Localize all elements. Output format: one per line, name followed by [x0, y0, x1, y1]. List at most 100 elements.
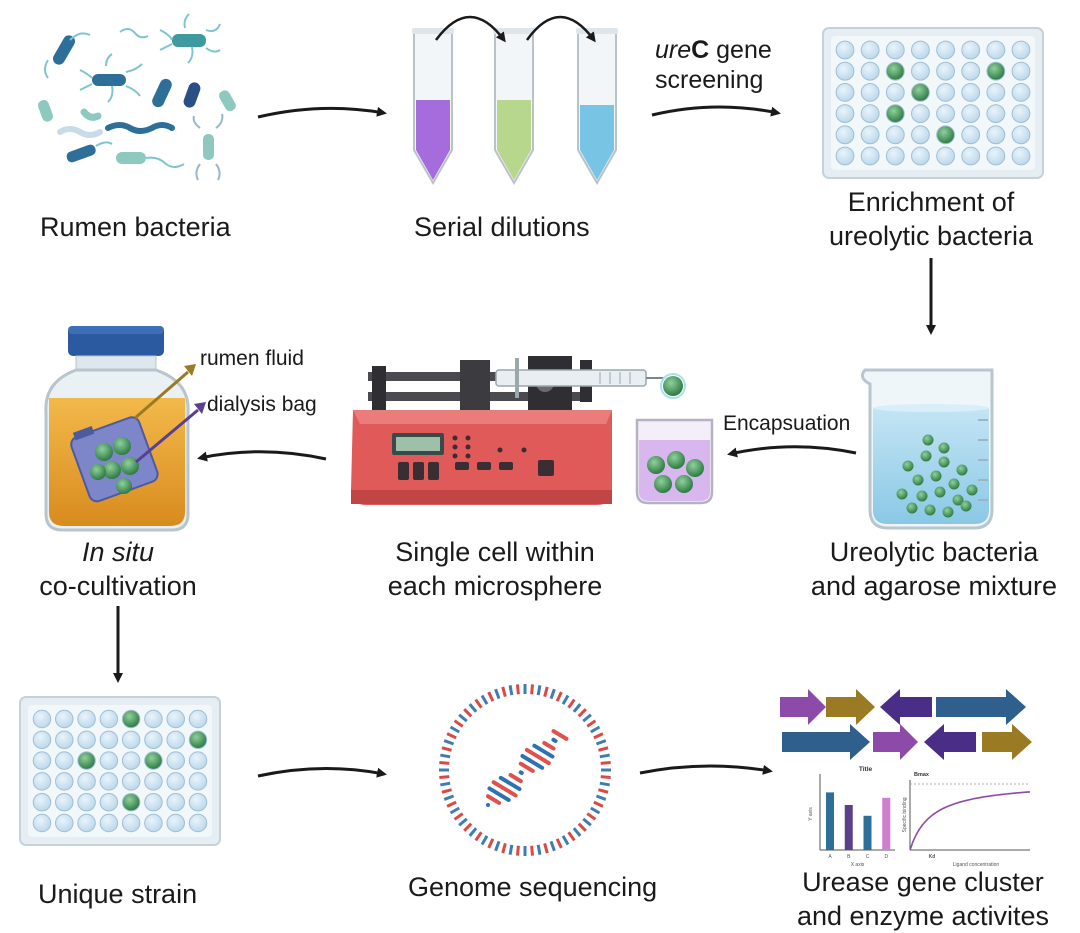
empty-well: [55, 792, 74, 812]
colony-well: [121, 792, 141, 812]
label-dialysis-bag: dialysis bag: [207, 393, 317, 416]
label-single-cell-line1: Single cell within: [395, 537, 595, 567]
empty-well: [32, 813, 52, 833]
empty-well: [32, 792, 52, 812]
beaker-icon: [860, 368, 994, 530]
label-mixture-line2: and agarose mixture: [810, 571, 1058, 601]
microsphere: [924, 504, 936, 516]
empty-well: [32, 709, 52, 729]
empty-well: [77, 813, 96, 833]
microsphere: [896, 488, 908, 500]
empty-well: [188, 751, 208, 770]
microsphere: [912, 474, 924, 486]
empty-well: [99, 709, 119, 729]
microsphere: [952, 494, 964, 506]
empty-well: [860, 125, 880, 145]
empty-well: [961, 40, 981, 60]
microsphere: [956, 464, 968, 476]
empty-well: [166, 772, 185, 791]
empty-well: [99, 813, 119, 833]
empty-well: [860, 61, 880, 81]
arrow-7: [257, 767, 387, 778]
colony-well: [121, 709, 141, 729]
label-mixture: Ureolytic bacteria and agarose mixture: [800, 535, 1068, 603]
empty-well: [144, 709, 163, 729]
empty-well: [166, 813, 185, 833]
microsphere: [960, 500, 972, 512]
empty-well: [99, 792, 119, 812]
mini-bar: [826, 792, 834, 850]
label-enrichment: Enrichment of ureolytic bacteria: [808, 185, 1054, 253]
label-genome-sequencing: Genome sequencing: [408, 872, 658, 902]
empty-well: [55, 813, 74, 833]
empty-well: [77, 792, 96, 812]
microsphere: [966, 484, 978, 496]
colony-well: [188, 730, 208, 750]
empty-well: [99, 730, 119, 750]
label-unique-strain: Unique strain: [38, 879, 198, 909]
empty-well: [55, 709, 74, 729]
rumen-bacteria-icon: [37, 13, 236, 181]
culture-jar-icon: [44, 326, 206, 532]
mini-bar-tick: C: [866, 854, 870, 860]
label-single-cell: Single cell within each microsphere: [370, 535, 620, 603]
empty-well: [911, 61, 930, 81]
empty-well: [961, 82, 981, 102]
label-single-cell-line2: each microsphere: [387, 571, 603, 601]
syringe-pump-icon: [351, 356, 686, 505]
empty-well: [144, 730, 163, 750]
label-urec-bold: C: [691, 36, 710, 64]
dilution-tubes-icon: [412, 15, 618, 186]
unique-strain-plate-icon: [19, 696, 221, 846]
mini-bar-ylabel: Y axis: [808, 807, 814, 821]
label-insitu: In situ co-cultivation: [18, 535, 218, 603]
empty-well: [961, 104, 981, 124]
microsphere: [948, 478, 960, 490]
empty-well: [32, 730, 52, 750]
microsphere: [930, 470, 942, 482]
mini-curve-ylabel: Specific binding: [902, 797, 908, 832]
colony-well: [885, 61, 905, 81]
empty-well: [936, 146, 955, 166]
empty-well: [55, 730, 74, 750]
enrichment-plate-icon: [822, 27, 1044, 179]
empty-well: [835, 146, 855, 166]
empty-well: [1011, 61, 1031, 81]
empty-well: [835, 40, 855, 60]
microsphere: [920, 450, 932, 462]
colony-well: [986, 61, 1006, 81]
arrow-2: [651, 105, 781, 117]
label-urease-line1: Urease gene cluster: [802, 867, 1044, 897]
mini-curve-xlabel: Ligand concentration: [953, 862, 1000, 868]
mini-bar: [882, 797, 891, 850]
empty-well: [936, 61, 955, 81]
empty-well: [77, 709, 96, 729]
label-insitu-line2: co-cultivation: [39, 571, 197, 601]
mini-curve-title: Bmax: [914, 772, 930, 778]
label-urec-italic: ure: [655, 36, 692, 64]
empty-well: [885, 146, 905, 166]
label-enrichment-line1: Enrichment of: [847, 187, 1015, 217]
microsphere: [938, 456, 950, 468]
empty-well: [55, 751, 74, 770]
empty-well: [860, 82, 880, 102]
microsphere: [906, 502, 918, 514]
empty-well: [961, 61, 981, 81]
microsphere: [934, 486, 946, 498]
genome-dna-icon: [439, 684, 611, 856]
microsphere-cup-icon: [635, 418, 714, 505]
empty-well: [77, 772, 96, 791]
empty-well: [936, 82, 955, 102]
empty-well: [986, 40, 1006, 60]
empty-well: [1011, 146, 1031, 166]
mini-bar-tick: A: [828, 854, 832, 860]
empty-well: [835, 125, 855, 145]
empty-well: [32, 772, 52, 791]
empty-well: [99, 772, 119, 791]
empty-well: [188, 772, 208, 791]
binding-curve: [909, 791, 1031, 851]
label-urec-screening: ureC gene screening: [655, 35, 772, 95]
empty-well: [188, 709, 208, 729]
